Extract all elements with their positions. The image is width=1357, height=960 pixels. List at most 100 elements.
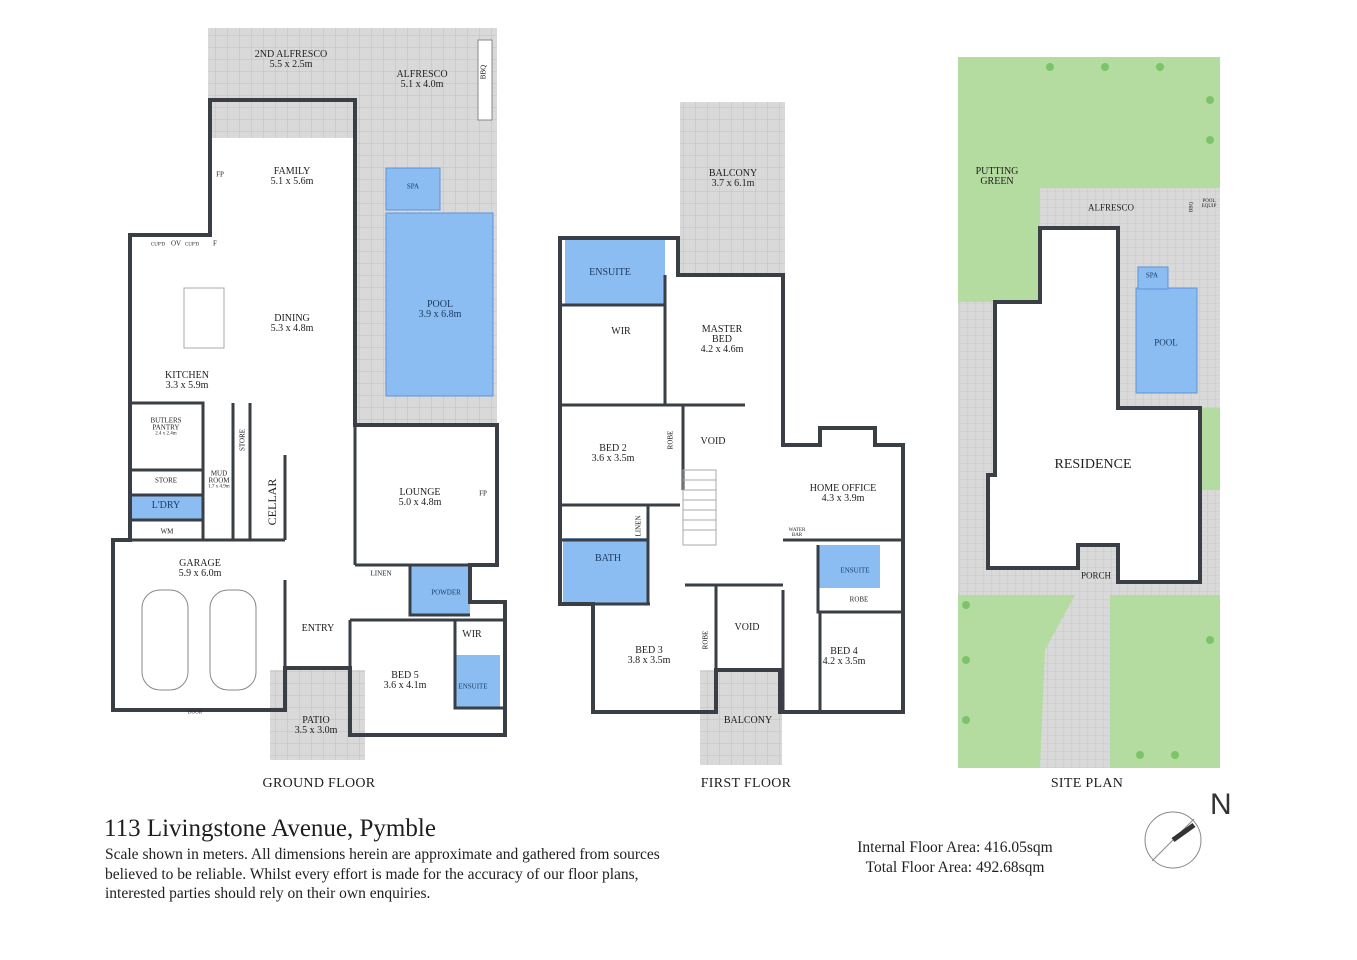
powder-floor bbox=[410, 565, 470, 615]
site-label: POOL EQUIP bbox=[1201, 199, 1217, 209]
room-dimensions: 5.1 x 5.6m bbox=[270, 176, 314, 187]
ground-floor-internal-walls bbox=[113, 401, 505, 710]
room-dimensions: 1.7 x 4.9m bbox=[208, 484, 230, 490]
bath-floor bbox=[563, 538, 648, 603]
first-floor-internal-walls bbox=[560, 275, 903, 712]
room-name: DINING bbox=[274, 313, 310, 324]
spa bbox=[385, 167, 441, 211]
room-dimensions: 3.7 x 6.1m bbox=[711, 178, 755, 189]
room-name: ENTRY bbox=[301, 623, 335, 634]
laundry-floor bbox=[130, 495, 203, 520]
ground-floor-caption: GROUND FLOOR bbox=[262, 776, 376, 791]
fixture-label: ROBE bbox=[849, 595, 869, 604]
site-plan-caption: SITE PLAN bbox=[1050, 776, 1124, 791]
room-label: SPA bbox=[406, 182, 420, 191]
fixture-label: BATH bbox=[594, 553, 622, 564]
site-spa bbox=[1137, 266, 1169, 290]
first-floor-outer-walls bbox=[558, 236, 905, 714]
room-name: POOL bbox=[426, 299, 454, 310]
room-name: 2ND ALFRESCO bbox=[254, 49, 328, 60]
side-lawn-strip bbox=[1200, 408, 1220, 490]
room-dimensions: 2.4 x 2.4m bbox=[155, 431, 177, 437]
room-dimensions: 3.3 x 5.9m bbox=[165, 380, 209, 391]
room-dimensions: 5.0 x 4.8m bbox=[398, 497, 442, 508]
garage-cars bbox=[141, 589, 257, 691]
ensuite-floor bbox=[565, 240, 665, 305]
room-name: BUTLERS PANTRY bbox=[150, 416, 182, 432]
fixture-label: ENSUITE bbox=[458, 682, 488, 691]
north-indicator: N bbox=[1210, 788, 1232, 821]
room-dimensions: 4.2 x 3.5m bbox=[822, 656, 866, 667]
ensuite-floor bbox=[455, 655, 500, 708]
fixture-label: CUP'D bbox=[150, 242, 166, 248]
site-label: BBQ bbox=[1189, 201, 1195, 213]
fixture-label: FP bbox=[216, 170, 224, 179]
fixture-label: FP bbox=[479, 489, 487, 498]
property-address-title: 113 Livingstone Avenue, Pymble bbox=[104, 815, 436, 842]
hedge-plants bbox=[962, 63, 1214, 759]
site-label: SPA bbox=[1145, 271, 1159, 280]
fixture-label: CUP'D bbox=[184, 242, 200, 248]
fixture-label: STORE bbox=[154, 476, 178, 485]
internal-floor-area: Internal Floor Area: 416.05sqm bbox=[857, 839, 1053, 856]
fixture-label: F bbox=[213, 239, 217, 248]
site-label: RESIDENCE bbox=[1054, 457, 1132, 472]
room-label: ENTRY bbox=[302, 624, 335, 634]
site-label: PORCH bbox=[1080, 570, 1112, 581]
fixture-label: BALCONY bbox=[723, 715, 773, 726]
front-balcony-tiles bbox=[700, 670, 782, 765]
fixture-label: WATER BAR bbox=[788, 528, 806, 538]
room-name: BED 3 bbox=[635, 645, 663, 656]
fixture-label: VOID bbox=[734, 622, 760, 633]
total-floor-area: Total Floor Area: 492.68sqm bbox=[865, 859, 1045, 876]
site-label: POOL bbox=[1154, 337, 1178, 348]
site-plan bbox=[958, 57, 1220, 768]
room-name: FAMILY bbox=[273, 166, 311, 177]
room-name: SPA bbox=[406, 182, 420, 191]
residence-footprint bbox=[986, 226, 1202, 584]
fixture-label: VOID bbox=[700, 436, 726, 447]
fixture-label: LINEN bbox=[634, 515, 643, 537]
disclaimer-text: Scale shown in meters. All dimensions he… bbox=[105, 846, 660, 902]
fixture-label: ENSUITE bbox=[840, 566, 870, 575]
first-floor-caption: FIRST FLOOR bbox=[700, 776, 792, 791]
room-name: KITCHEN bbox=[165, 370, 209, 381]
room-name: PATIO bbox=[302, 715, 330, 726]
fixture-label: OV bbox=[170, 239, 182, 248]
site-pool bbox=[1135, 287, 1198, 394]
room-dimensions: 4.2 x 4.6m bbox=[700, 344, 744, 355]
room-dimensions: 5.9 x 6.0m bbox=[178, 568, 222, 579]
fixture-label: ROBE bbox=[666, 430, 675, 450]
room-name: ALFRESCO bbox=[396, 69, 448, 80]
room-name: LOUNGE bbox=[399, 487, 441, 498]
fixture-label: CELLAR bbox=[265, 478, 279, 526]
ground-floor-plan bbox=[111, 28, 507, 760]
floor-area-summary: Internal Floor Area: 416.05sqm Total Flo… bbox=[820, 838, 1090, 878]
fixture-label: ROBE bbox=[701, 630, 710, 650]
putting-green-lawn bbox=[958, 57, 1220, 302]
room-dimensions: 3.5 x 3.0m bbox=[294, 725, 338, 736]
room-name: MUD ROOM bbox=[208, 469, 230, 485]
staircase bbox=[682, 469, 717, 546]
site-label: ALFRESCO bbox=[1087, 202, 1135, 213]
room-name: HOME OFFICE bbox=[809, 483, 877, 494]
fixture-label: L'DRY bbox=[151, 500, 181, 511]
room-dimensions: 5.3 x 4.8m bbox=[270, 323, 314, 334]
pool bbox=[385, 212, 494, 397]
room-dimensions: 3.6 x 4.1m bbox=[383, 680, 427, 691]
front-lawn bbox=[1110, 595, 1220, 768]
room-name: BALCONY bbox=[708, 168, 758, 179]
